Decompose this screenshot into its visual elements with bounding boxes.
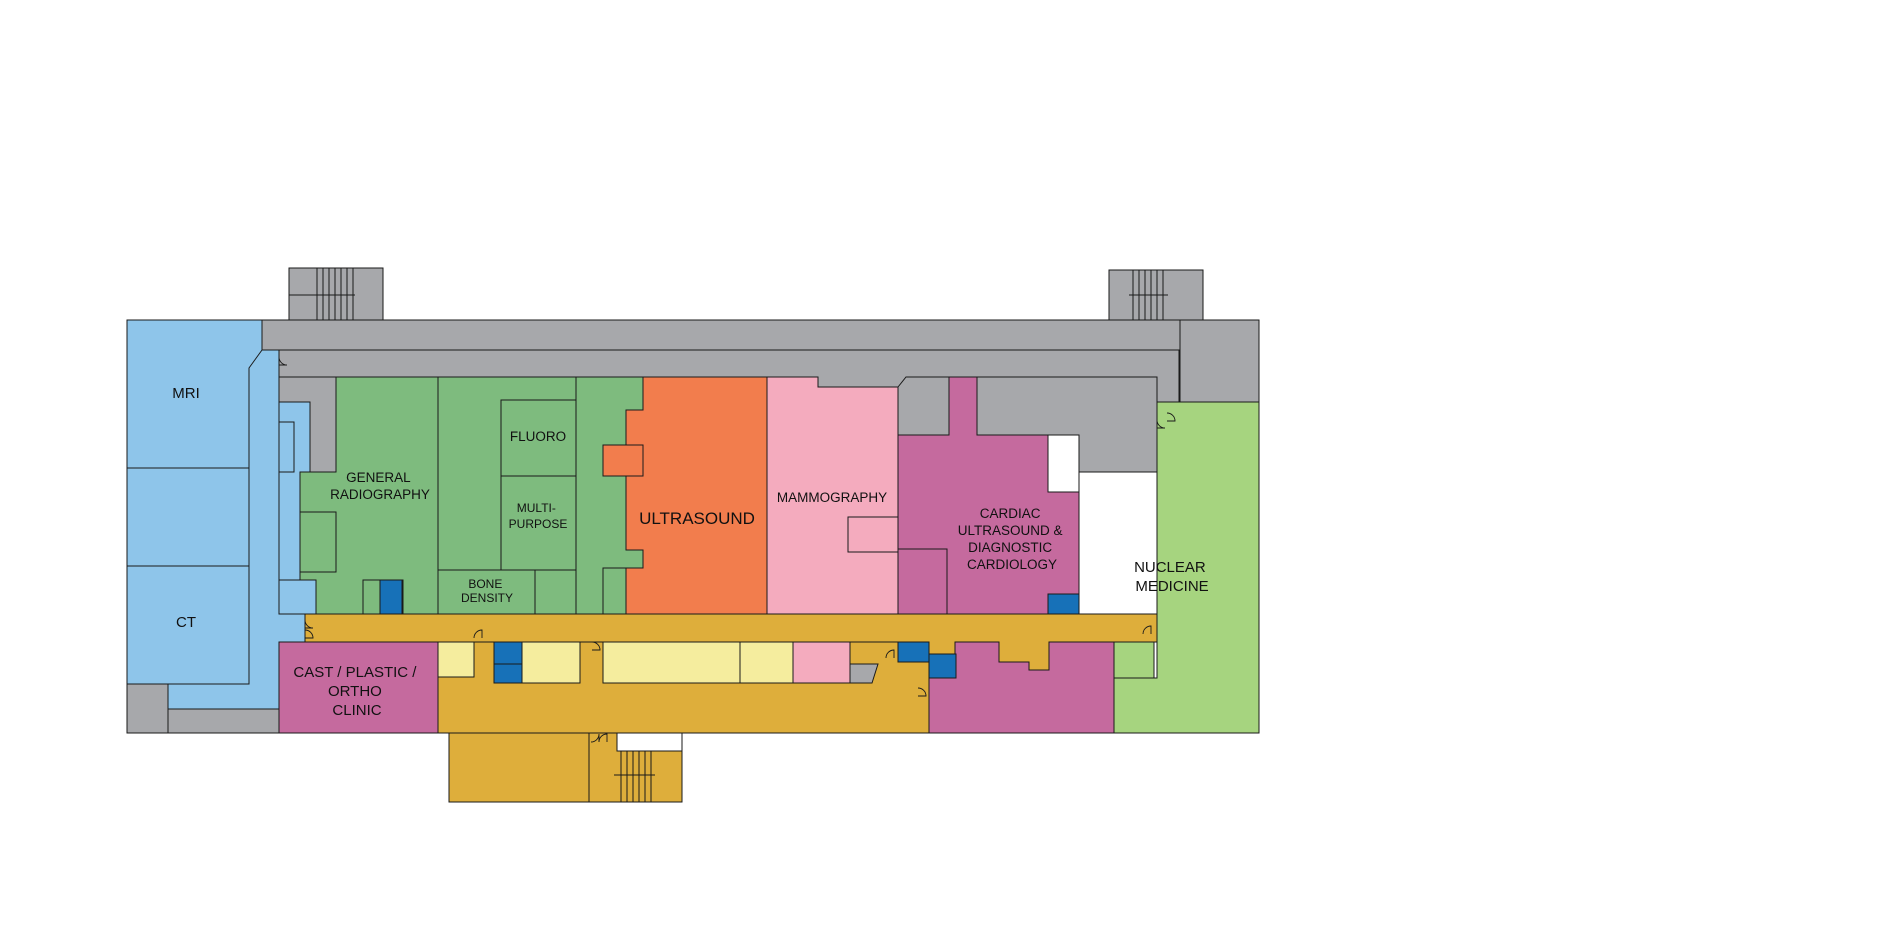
restroom-radiography — [379, 579, 403, 615]
gray-bottom-room — [167, 708, 280, 734]
mri-label: MRI — [172, 385, 200, 402]
radiography-alcove — [299, 511, 337, 573]
mri-room — [126, 319, 263, 469]
ct-room — [126, 565, 250, 685]
mammography-label: MAMMOGRAPHY — [777, 490, 887, 505]
green-small-bottom — [602, 567, 627, 615]
cast-clinic-room — [278, 641, 439, 734]
stair-icon-top-left — [289, 268, 355, 320]
restroom-3 — [897, 641, 930, 663]
cardiac-label: CARDIAC ULTRASOUND & DIAGNOSTIC CARDIOLO… — [958, 506, 1067, 572]
support-room-right — [897, 376, 950, 436]
lower-wing — [448, 732, 590, 803]
bone-density-label: BONE DENSITY — [461, 577, 513, 605]
restroom-4 — [928, 653, 957, 679]
stair-icon-top-right — [1129, 270, 1168, 320]
bone-density-room — [437, 569, 536, 615]
utility-room-4 — [739, 641, 794, 684]
mri-support-room — [126, 467, 250, 567]
ct-label: CT — [176, 614, 196, 631]
pink-small-room — [792, 641, 851, 684]
utility-room-1 — [437, 641, 475, 678]
multi-purpose-label: MULTI- PURPOSE — [509, 501, 568, 531]
cast-clinic-label: CAST / PLASTIC / ORTHO CLINIC — [293, 664, 420, 719]
general-radiography-label: GENERAL RADIOGRAPHY — [330, 470, 430, 502]
mammography-sub-room — [847, 516, 899, 553]
blue-small-room — [278, 421, 295, 473]
entrance — [616, 732, 683, 752]
nuclear-medicine-label: NUCLEAR MEDICINE — [1134, 559, 1210, 595]
nuclear-medicine-sub — [1113, 641, 1155, 679]
fluoro-label: FLUORO — [510, 429, 566, 444]
stair-tower-left — [288, 267, 384, 321]
fluoro-room — [500, 399, 577, 477]
cardiac-sub-room — [897, 548, 948, 615]
restroom-cardiac — [1047, 593, 1080, 615]
blue-corner-room — [278, 579, 317, 615]
utility-room-3 — [602, 641, 741, 684]
gray-corner-room — [126, 683, 169, 734]
restroom-2 — [493, 663, 523, 684]
ultrasound-room — [625, 376, 768, 615]
ultrasound-alcove — [602, 444, 644, 477]
gray-small-room — [849, 663, 879, 684]
restroom-1 — [493, 641, 523, 665]
stair-icon-bottom — [614, 751, 655, 802]
service-area-right — [1179, 319, 1260, 403]
utility-room-2 — [521, 641, 581, 684]
ultrasound-label: ULTRASOUND — [639, 509, 755, 528]
